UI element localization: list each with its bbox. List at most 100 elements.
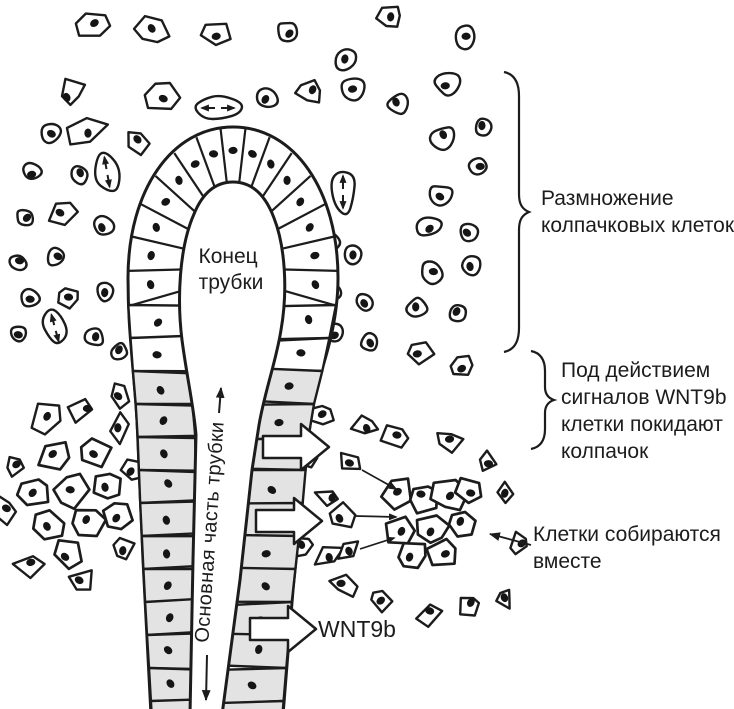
aggregate-cell-body (53, 538, 83, 571)
mesenchymal-cell-body (328, 501, 357, 529)
mitotic-cell (194, 94, 244, 121)
cell-nucleus (425, 224, 434, 233)
mitosis-arrow (53, 330, 61, 344)
mesenchymal-cell (386, 92, 410, 116)
mesenchymal-cell (22, 161, 43, 181)
cell-nucleus (325, 552, 333, 563)
cap-cell-divider (173, 152, 205, 199)
aggregate-label-line: Клетки собираются (533, 523, 721, 546)
cell-nucleus (311, 280, 320, 290)
cell-nucleus (101, 288, 109, 298)
annotations: Размножение колпачковых клеток Под дейст… (488, 70, 734, 573)
cap-cell-divider (131, 235, 184, 250)
cap-cell-divider (154, 175, 196, 213)
cell-nucleus (247, 681, 257, 690)
mesenchymal-cell (293, 78, 322, 104)
wnt-block-arrow (254, 496, 324, 546)
cell-nucleus (119, 546, 127, 556)
aggregate-cell (37, 440, 71, 471)
aggregate-cell-body (425, 537, 457, 567)
mesenchymal-cell (496, 480, 515, 505)
lumen-down-arrow (201, 654, 211, 702)
cell-nucleus (344, 459, 354, 467)
cell-nucleus (310, 251, 320, 260)
cell-nucleus (82, 404, 93, 413)
cell-nucleus (445, 491, 455, 500)
mesenchymal-cell (339, 451, 362, 471)
mesenchymal-cell (478, 449, 498, 472)
cell-nucleus (114, 423, 122, 433)
mesenchymal-cell (70, 164, 89, 186)
cell-nucleus (387, 12, 395, 22)
mesenchymal-cell-body (66, 397, 94, 424)
cell-nucleus (152, 222, 160, 232)
mesenchymal-cell (433, 71, 462, 97)
mesenchymal-cell (277, 21, 299, 43)
cell-nucleus (435, 192, 445, 201)
cap-cell-divider (238, 128, 247, 183)
cell-nucleus (304, 315, 313, 325)
aggregate-cell (71, 508, 108, 538)
cell-nucleus (412, 350, 422, 358)
aggregate-cell (52, 472, 91, 511)
cell-nucleus (48, 449, 57, 459)
cell-nucleus (478, 120, 486, 131)
cell-nucleus (147, 24, 156, 33)
mesenchymal-cell (349, 414, 380, 435)
cell-nucleus (336, 579, 346, 587)
cell-nucleus (162, 515, 171, 525)
cell-nucleus (25, 295, 35, 303)
cell-nucleus (347, 85, 358, 93)
cap-cell-divider (278, 203, 326, 230)
wnt-block-arrow (261, 422, 331, 472)
cell-nucleus (82, 515, 91, 524)
cell-nucleus (461, 32, 471, 40)
cell-nucleus (163, 581, 172, 590)
cap-cell-divider (219, 128, 228, 183)
cell-nucleus (60, 552, 70, 561)
mesenchymal-cell (132, 14, 171, 44)
cell-nucleus (267, 486, 277, 494)
cell-nucleus (162, 549, 171, 559)
aggregate-cell (447, 510, 477, 538)
proliferation-brace (503, 70, 532, 354)
cell-nucleus (501, 488, 509, 498)
cell-nucleus (345, 546, 353, 556)
mesenchymal-cell (428, 185, 454, 207)
cap-cell-divider (282, 235, 335, 250)
cell-nucleus (133, 135, 142, 144)
cell-nucleus (452, 307, 461, 316)
mesenchymal-cell-body (349, 414, 380, 435)
proliferation-label: Размножение колпачковых клеток (541, 187, 734, 237)
cap-cell-divider (250, 136, 271, 188)
aggregate-pointer-arrow (488, 532, 532, 546)
cell-nucleus (466, 489, 476, 497)
mesenchymal-cell (46, 246, 66, 267)
cell-nucleus (147, 250, 155, 261)
cell-nucleus (153, 318, 163, 327)
cell-nucleus (112, 513, 121, 523)
cell-nucleus (317, 410, 327, 419)
mesenchymal-cell (6, 455, 25, 478)
mesenchymal-cell (406, 341, 436, 366)
cap-cell-divider (127, 268, 182, 272)
tube-nuclei-layer (146, 146, 320, 290)
mesenchymal-cell (30, 402, 62, 436)
cell-nucleus (440, 550, 450, 558)
aggregate-cell (31, 508, 66, 541)
mesenchymal-cell (66, 397, 94, 424)
cell-nucleus (55, 208, 65, 217)
mitosis-arrow (102, 155, 110, 170)
cell-nucleus (62, 92, 71, 102)
cell-nucleus (500, 593, 509, 603)
mesenchymal-cell (428, 126, 456, 152)
cell-nucleus (165, 613, 174, 623)
cell-nucleus (392, 97, 400, 107)
mesenchymal-cell (334, 48, 358, 72)
cell-nucleus (63, 293, 74, 301)
mesenchyme-layer (0, 5, 528, 629)
cell-nucleus (28, 488, 37, 497)
mesenchymal-cell (83, 327, 105, 347)
